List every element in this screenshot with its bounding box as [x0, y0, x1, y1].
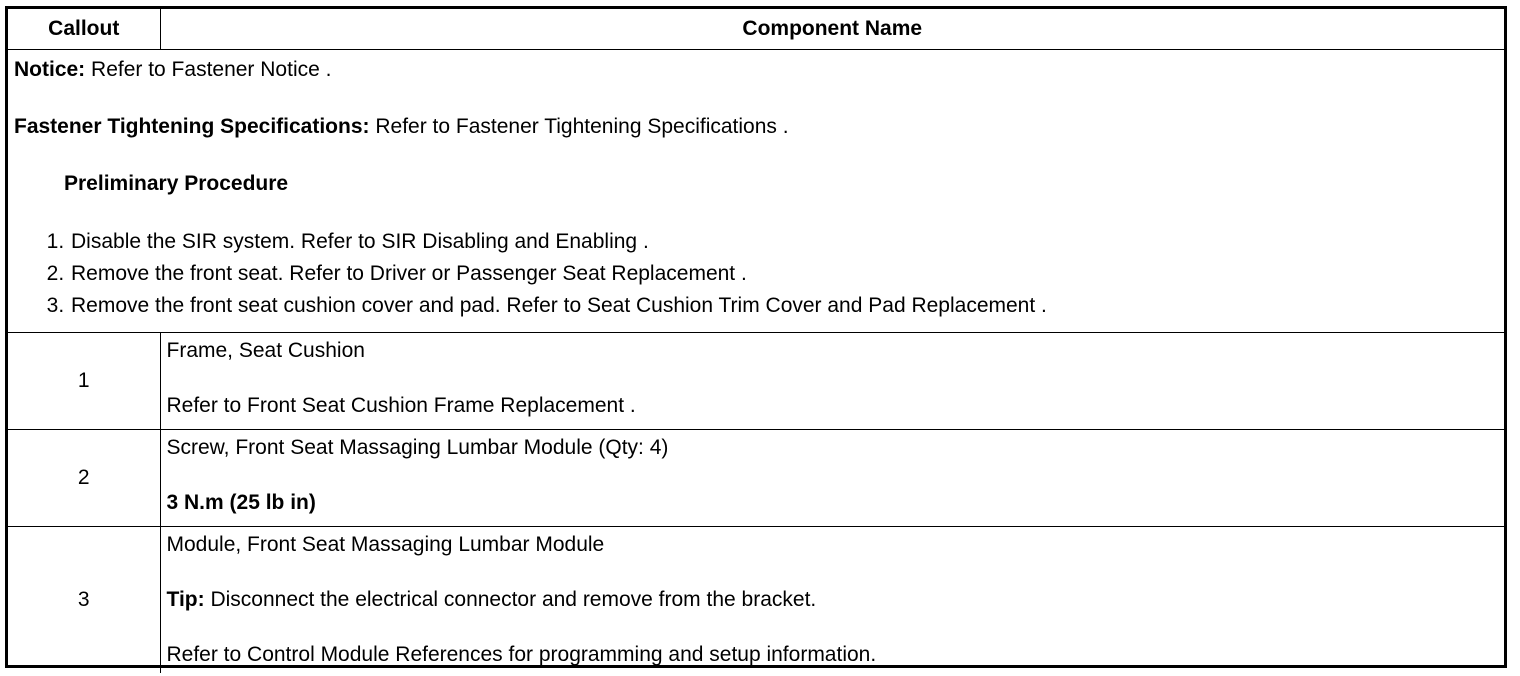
component-cell: Module, Front Seat Massaging Lumbar Modu…	[159, 526, 1504, 673]
preliminary-steps: Disable the SIR system. Refer to SIR Dis…	[14, 226, 1498, 322]
callout-number: 1	[8, 332, 161, 430]
torque-spec: 3 N.m (25 lb in)	[166, 491, 316, 514]
table-row: 1 Frame, Seat Cushion Refer to Front Sea…	[8, 332, 1504, 430]
component-reference: Refer to Front Seat Cushion Frame Replac…	[166, 394, 636, 417]
callout-number: 2	[8, 429, 161, 527]
step-item: Disable the SIR system. Refer to SIR Dis…	[70, 226, 1498, 258]
tip-text: Disconnect the electrical connector and …	[204, 588, 817, 611]
table-header-row: Callout Component Name	[8, 9, 1504, 50]
preliminary-procedure-title: Preliminary Procedure	[64, 172, 289, 195]
component-cell: Screw, Front Seat Massaging Lumbar Modul…	[159, 429, 1504, 527]
fastener-spec-text: Refer to Fastener Tightening Specificati…	[369, 115, 789, 138]
notice-line: Notice: Refer to Fastener Notice .	[14, 58, 1498, 82]
callout-header: Callout	[8, 9, 161, 50]
table-row: 2 Screw, Front Seat Massaging Lumbar Mod…	[8, 429, 1504, 527]
component-name: Frame, Seat Cushion	[166, 339, 365, 362]
step-item: Remove the front seat cushion cover and …	[70, 290, 1498, 322]
component-reference: Refer to Control Module References for p…	[166, 643, 877, 666]
notice-cell: Notice: Refer to Fastener Notice . Faste…	[8, 49, 1504, 333]
callout-number: 3	[8, 526, 161, 673]
tip-label: Tip:	[166, 588, 205, 611]
component-table: Callout Component Name Notice: Refer to …	[8, 9, 1504, 673]
component-name-header: Component Name	[159, 9, 1504, 50]
fastener-spec-line: Fastener Tightening Specifications: Refe…	[14, 115, 1498, 139]
table-row: 3 Module, Front Seat Massaging Lumbar Mo…	[8, 526, 1504, 673]
notice-row: Notice: Refer to Fastener Notice . Faste…	[8, 49, 1504, 333]
step-item: Remove the front seat. Refer to Driver o…	[70, 258, 1498, 290]
notice-text: Refer to Fastener Notice .	[85, 58, 332, 81]
component-name: Screw, Front Seat Massaging Lumbar Modul…	[166, 436, 669, 459]
fastener-spec-label: Fastener Tightening Specifications:	[14, 115, 370, 138]
tip-line: Tip: Disconnect the electrical connector…	[167, 588, 1499, 612]
notice-label: Notice:	[14, 58, 86, 81]
component-name: Module, Front Seat Massaging Lumbar Modu…	[166, 533, 605, 556]
component-table-container: Callout Component Name Notice: Refer to …	[5, 6, 1507, 673]
component-cell: Frame, Seat Cushion Refer to Front Seat …	[159, 332, 1504, 430]
